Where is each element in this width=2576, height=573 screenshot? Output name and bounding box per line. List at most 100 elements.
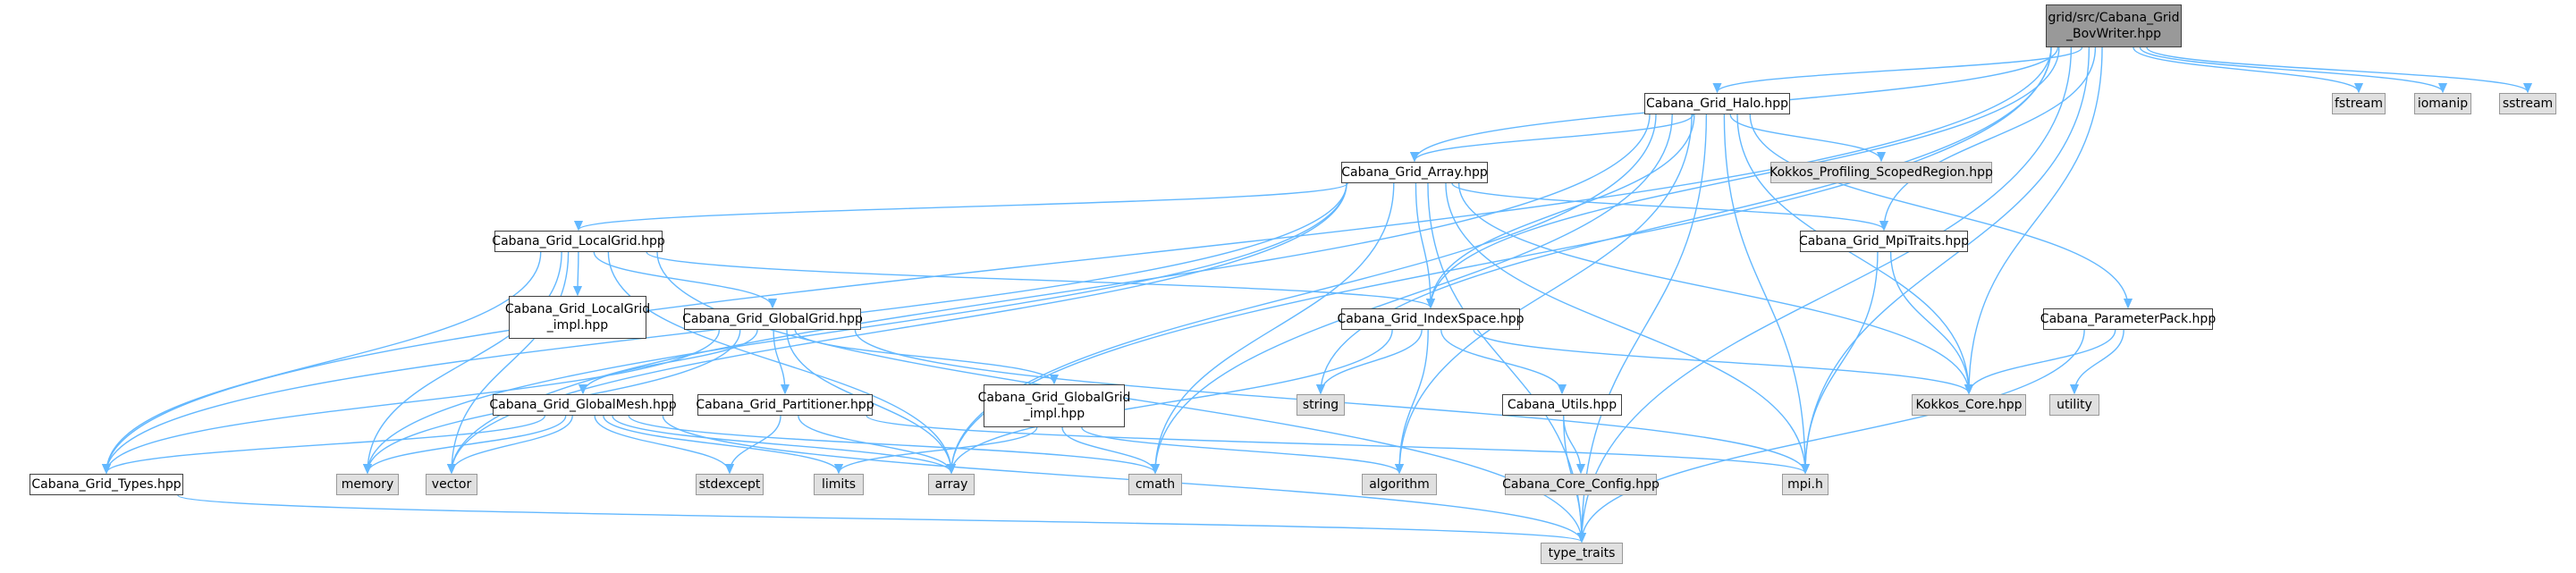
node-label: Kokkos_Core.hpp bbox=[1915, 398, 2023, 412]
node-algorithm: algorithm bbox=[1362, 474, 1437, 495]
edge-indexspace-to-array bbox=[951, 329, 1393, 473]
node-label: Cabana_Grid_Partitioner.hpp bbox=[696, 398, 874, 412]
node-label: Cabana_ParameterPack.hpp bbox=[2040, 312, 2217, 326]
edge-array_hpp-to-mpi bbox=[1445, 182, 1805, 473]
edge-indexspace-to-utils bbox=[1440, 329, 1562, 393]
edge-bovwriter-to-mpitraits bbox=[1884, 46, 2097, 230]
node-localgrid-impl[interactable]: Cabana_Grid_LocalGrid _impl.hpp bbox=[505, 296, 650, 339]
node-label: cmath bbox=[1135, 477, 1176, 492]
edge-parampack-to-type_traits bbox=[1582, 329, 2085, 542]
node-label: Cabana_Grid_LocalGrid.hpp bbox=[492, 234, 665, 249]
node-types[interactable]: Cabana_Grid_Types.hpp bbox=[30, 474, 183, 495]
node-indexspace[interactable]: Cabana_Grid_IndexSpace.hpp bbox=[1338, 308, 1524, 330]
edge-indexspace-to-algorithm bbox=[1399, 329, 1429, 473]
node-globalmesh[interactable]: Cabana_Grid_GlobalMesh.hpp bbox=[489, 394, 677, 416]
node-localgrid[interactable]: Cabana_Grid_LocalGrid.hpp bbox=[492, 231, 665, 252]
edge-bovwriter-to-halo bbox=[1718, 46, 2083, 92]
node-mpitraits[interactable]: Cabana_Grid_MpiTraits.hpp bbox=[1798, 231, 1970, 252]
edge-globalmesh-to-stdexcept bbox=[594, 415, 730, 473]
edge-types-to-type_traits bbox=[177, 494, 1582, 542]
edge-halo-to-profiling bbox=[1729, 114, 1881, 161]
edge-globalmesh-to-cmath bbox=[628, 415, 1155, 473]
node-label: stdexcept bbox=[698, 477, 761, 492]
node-profiling: Kokkos_Profiling_ScopedRegion.hpp bbox=[1769, 162, 1993, 183]
node-label: fstream bbox=[2335, 97, 2383, 111]
node-label: Cabana_Core_Config.hpp bbox=[1502, 477, 1660, 492]
edge-globalgrid-to-partitioner bbox=[773, 329, 785, 393]
edge-array_hpp-to-cmath bbox=[1155, 182, 1395, 473]
edge-globalmesh-to-array bbox=[612, 415, 951, 473]
node-label: Cabana_Grid_IndexSpace.hpp bbox=[1337, 312, 1524, 326]
node-label: sstream bbox=[2502, 97, 2554, 111]
edge-globalmesh-to-vector bbox=[452, 415, 573, 473]
edge-halo-to-array_hpp bbox=[1415, 114, 1694, 161]
node-globalgrid-impl[interactable]: Cabana_Grid_GlobalGrid _impl.hpp bbox=[978, 384, 1130, 427]
node-label: Cabana_Grid_MpiTraits.hpp bbox=[1798, 234, 1970, 249]
node-mpi: mpi.h bbox=[1782, 474, 1829, 495]
node-label: string bbox=[1302, 398, 1339, 412]
node-label: utility bbox=[2057, 398, 2092, 412]
node-fstream: fstream bbox=[2332, 93, 2386, 114]
edge-localgrid-to-indexspace bbox=[646, 251, 1431, 308]
edge-globalgrid-to-types bbox=[106, 329, 721, 473]
node-limits: limits bbox=[814, 474, 864, 495]
edge-partitioner-to-array bbox=[798, 415, 951, 473]
edge-array_hpp-to-vector bbox=[452, 182, 1347, 473]
node-label: Cabana_Grid_LocalGrid _impl.hpp bbox=[504, 302, 651, 333]
edge-halo-to-kokkos_core bbox=[1736, 114, 1969, 393]
node-bovwriter[interactable]: grid/src/Cabana_Grid _BovWriter.hpp bbox=[2046, 4, 2182, 47]
edge-globalgrid_impl-to-algorithm bbox=[1081, 426, 1399, 473]
edge-parampack-to-kokkos_core bbox=[1969, 329, 2116, 393]
node-label: array bbox=[934, 477, 968, 492]
node-label: Cabana_Utils.hpp bbox=[1507, 398, 1617, 412]
edge-bovwriter-to-iomanip bbox=[2139, 46, 2443, 92]
node-parampack[interactable]: Cabana_ParameterPack.hpp bbox=[2040, 308, 2217, 330]
node-partitioner[interactable]: Cabana_Grid_Partitioner.hpp bbox=[696, 394, 874, 416]
node-label: memory bbox=[341, 477, 394, 492]
node-cmath: cmath bbox=[1128, 474, 1182, 495]
node-label: iomanip bbox=[2417, 97, 2469, 111]
node-vector: vector bbox=[426, 474, 477, 495]
edge-localgrid-to-localgrid_impl bbox=[578, 251, 579, 295]
edge-mpitraits-to-kokkos_core bbox=[1889, 251, 1969, 393]
edge-partitioner-to-stdexcept bbox=[730, 415, 781, 473]
node-label: Cabana_Grid_GlobalGrid _impl.hpp bbox=[977, 391, 1131, 421]
edge-array_hpp-to-localgrid bbox=[579, 182, 1348, 230]
edge-globalgrid-to-globalgrid_impl bbox=[794, 329, 1054, 383]
node-label: vector bbox=[431, 477, 472, 492]
node-label: Cabana_Grid_GlobalGrid.hpp bbox=[682, 312, 863, 326]
node-sstream: sstream bbox=[2499, 93, 2556, 114]
edge-localgrid-to-types bbox=[106, 251, 542, 473]
node-type-traits: type_traits bbox=[1541, 543, 1623, 564]
edge-globalmesh-to-memory bbox=[367, 415, 567, 473]
edge-halo-to-parampack bbox=[1749, 114, 2128, 308]
node-halo[interactable]: Cabana_Grid_Halo.hpp bbox=[1644, 93, 1790, 114]
node-label: limits bbox=[821, 477, 857, 492]
edge-halo-to-mpi bbox=[1723, 114, 1805, 473]
edge-globalmesh-to-types bbox=[106, 415, 546, 473]
edge-partitioner-to-mpi bbox=[866, 415, 1805, 473]
edge-bovwriter-to-type_traits bbox=[1582, 46, 2073, 542]
node-label: Cabana_Grid_GlobalMesh.hpp bbox=[489, 398, 677, 412]
node-utils[interactable]: Cabana_Utils.hpp bbox=[1502, 394, 1622, 416]
node-string: string bbox=[1296, 394, 1345, 416]
node-array: array bbox=[928, 474, 975, 495]
edge-globalgrid_impl-to-cmath bbox=[1061, 426, 1155, 473]
edge-globalgrid_impl-to-limits bbox=[839, 426, 1038, 473]
node-label: Cabana_Grid_Array.hpp bbox=[1341, 165, 1488, 180]
edge-halo-to-type_traits bbox=[1582, 114, 1708, 542]
edge-bovwriter-to-indexspace bbox=[1431, 46, 2060, 308]
edge-halo-to-cmath bbox=[1155, 114, 1673, 473]
node-utility: utility bbox=[2049, 394, 2099, 416]
node-array-hpp[interactable]: Cabana_Grid_Array.hpp bbox=[1341, 162, 1488, 183]
node-memory: memory bbox=[336, 474, 399, 495]
node-globalgrid[interactable]: Cabana_Grid_GlobalGrid.hpp bbox=[682, 308, 863, 330]
edge-bovwriter-to-sstream bbox=[2146, 46, 2528, 92]
edge-array_hpp-to-indexspace bbox=[1415, 182, 1431, 308]
edge-globalmesh-to-limits bbox=[603, 415, 839, 473]
edge-array_hpp-to-kokkos_core bbox=[1457, 182, 1969, 393]
node-label: mpi.h bbox=[1787, 477, 1823, 492]
node-kokkos-core: Kokkos_Core.hpp bbox=[1912, 394, 2026, 416]
node-label: Cabana_Grid_Halo.hpp bbox=[1645, 97, 1789, 111]
